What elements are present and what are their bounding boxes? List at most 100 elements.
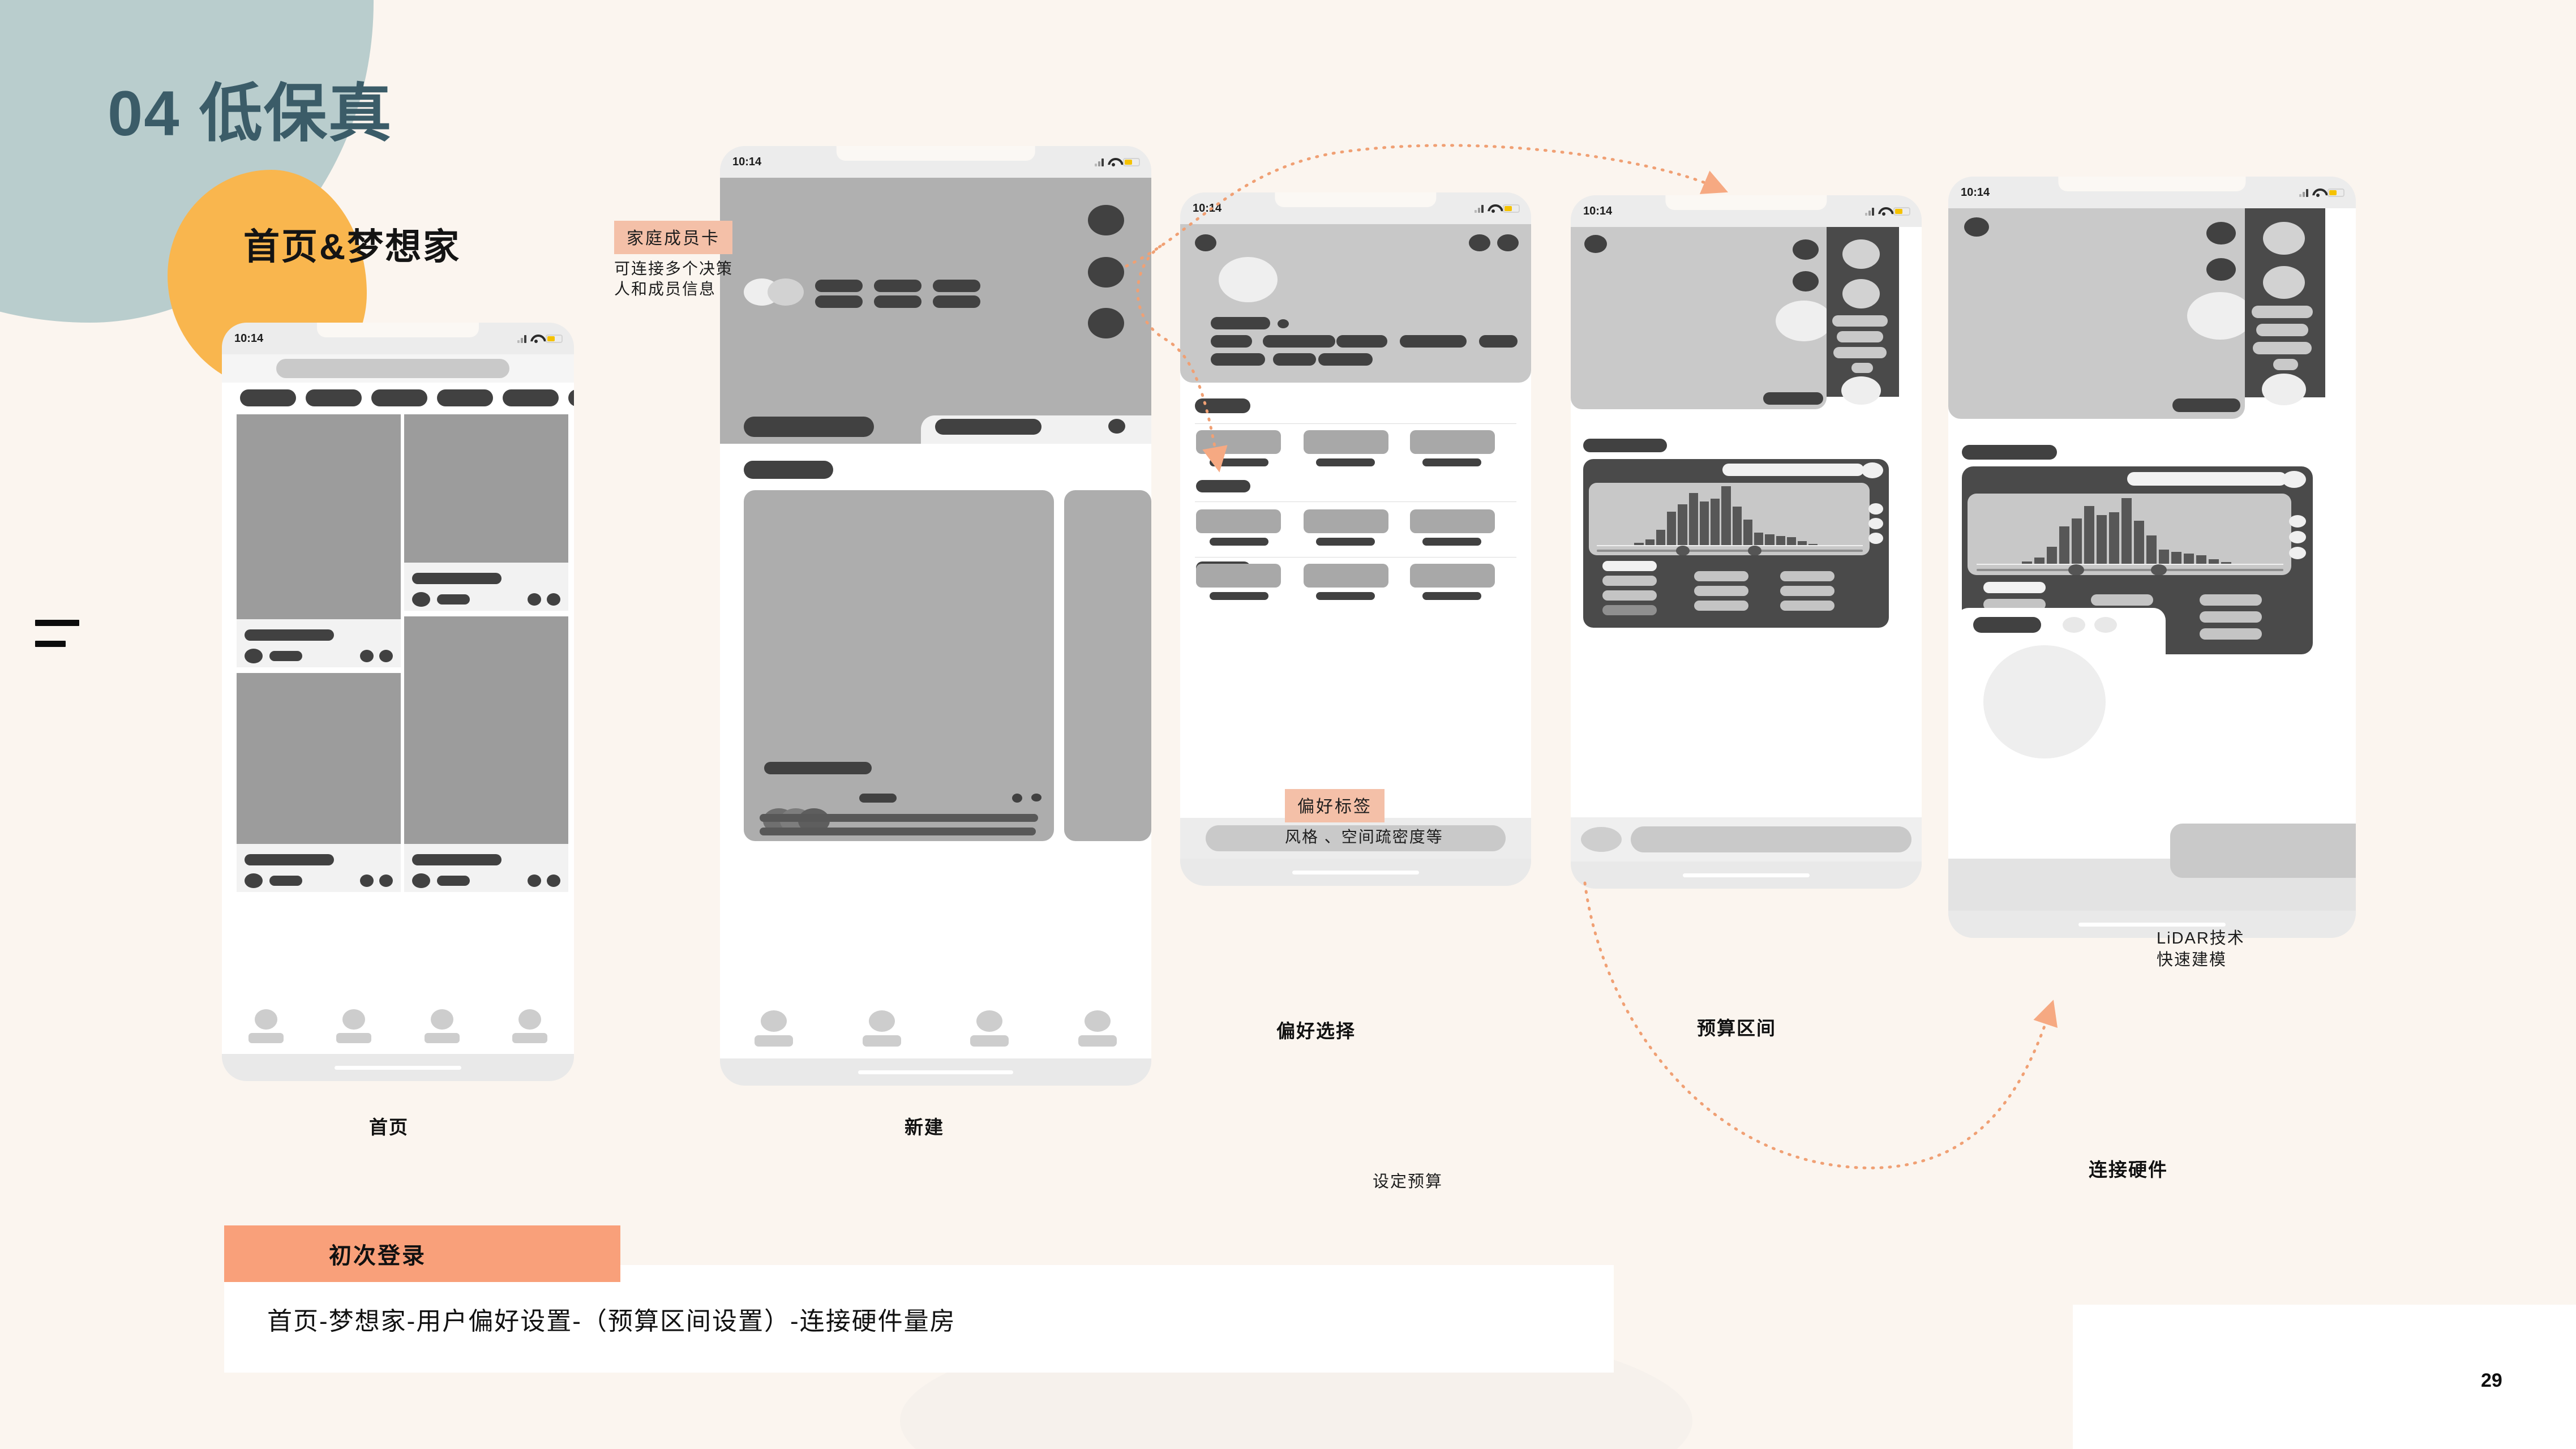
like-icon[interactable] — [360, 874, 374, 887]
hardware-histogram[interactable] — [1968, 494, 2291, 575]
comment-icon[interactable] — [547, 874, 560, 887]
hero-action-icon[interactable] — [2206, 258, 2236, 281]
tab-item[interactable] — [336, 1009, 372, 1043]
preference-item[interactable] — [1304, 564, 1388, 600]
option-item[interactable] — [2200, 611, 2262, 623]
room-preview-card[interactable] — [744, 490, 1054, 841]
primary-action-button[interactable] — [1631, 826, 1911, 852]
budget-search-input[interactable] — [1722, 464, 1864, 476]
range-track[interactable] — [1597, 550, 1863, 552]
panel-dot-icon[interactable] — [1868, 533, 1883, 544]
range-track[interactable] — [1977, 569, 2283, 571]
rail-icon[interactable] — [2263, 266, 2305, 299]
hero-more-icon[interactable] — [1108, 419, 1125, 434]
confirm-button[interactable] — [1206, 825, 1506, 851]
rail-item[interactable] — [1837, 331, 1883, 342]
preference-item[interactable] — [1196, 564, 1281, 600]
secondary-action-button[interactable] — [1581, 827, 1622, 852]
option-item[interactable] — [1780, 601, 1835, 611]
option-item[interactable] — [1602, 605, 1657, 615]
more-icon[interactable] — [1497, 234, 1519, 251]
comment-icon[interactable] — [379, 874, 393, 887]
feed-card[interactable] — [237, 673, 401, 892]
rail-avatar[interactable] — [2262, 374, 2306, 405]
chip[interactable] — [437, 389, 493, 406]
preference-item[interactable] — [1196, 430, 1281, 466]
avatar[interactable] — [1219, 257, 1278, 302]
panel-dot-icon[interactable] — [1868, 518, 1883, 529]
panel-dot-icon[interactable] — [2289, 531, 2306, 543]
rail-item[interactable] — [2273, 359, 2298, 370]
scan-dot-icon[interactable] — [2094, 617, 2117, 633]
tab-item[interactable] — [755, 1010, 794, 1047]
rail-item[interactable] — [2252, 306, 2313, 318]
tab-item[interactable] — [862, 1010, 901, 1047]
tab-item[interactable] — [1078, 1010, 1117, 1047]
range-handle-high[interactable] — [2150, 564, 2167, 575]
hero-action-icon[interactable] — [1088, 308, 1124, 338]
tag[interactable] — [1318, 353, 1373, 366]
tag[interactable] — [1336, 335, 1387, 348]
panel-dot-icon[interactable] — [2289, 515, 2306, 528]
preference-item[interactable] — [1304, 430, 1388, 466]
hero-action-icon[interactable] — [1793, 271, 1819, 291]
panel-dot-icon[interactable] — [1868, 503, 1883, 515]
rail-icon[interactable] — [1842, 279, 1880, 308]
rail-item[interactable] — [1832, 315, 1888, 327]
rail-icon[interactable] — [1842, 239, 1880, 269]
like-icon[interactable] — [528, 593, 541, 606]
preference-item[interactable] — [1304, 509, 1388, 546]
preference-item[interactable] — [1410, 430, 1495, 466]
bottom-action-bar[interactable] — [1948, 824, 2356, 911]
like-icon[interactable] — [360, 650, 374, 662]
option-item-selected[interactable] — [1983, 582, 2046, 593]
share-icon[interactable] — [1469, 234, 1490, 251]
budget-histogram[interactable] — [1589, 483, 1870, 555]
room-preview-side-card[interactable] — [1064, 490, 1151, 841]
tab-item[interactable] — [970, 1010, 1009, 1047]
option-item[interactable] — [2091, 594, 2153, 606]
hero-action-icon[interactable] — [1088, 205, 1124, 235]
hero-secondary-bar[interactable] — [935, 419, 1041, 435]
back-icon[interactable] — [1964, 217, 1989, 237]
home-indicator[interactable] — [2078, 922, 2226, 927]
panel-dot-icon[interactable] — [2289, 547, 2306, 559]
option-item[interactable] — [1694, 586, 1748, 596]
hero-action-icon[interactable] — [1793, 239, 1819, 260]
tag[interactable] — [1211, 353, 1265, 366]
home-indicator[interactable] — [858, 1070, 1014, 1074]
rail-item[interactable] — [2256, 324, 2308, 336]
scan-dot-icon[interactable] — [2063, 617, 2085, 633]
lidar-scan-circle[interactable] — [1983, 645, 2106, 758]
scan-search-input[interactable] — [2127, 472, 2287, 486]
option-item[interactable] — [2200, 594, 2262, 606]
rail-item[interactable] — [1851, 363, 1873, 373]
bottom-tab-bar[interactable] — [222, 998, 574, 1054]
home-indicator[interactable] — [1292, 870, 1419, 874]
bottom-action-bar[interactable] — [1571, 817, 1922, 861]
option-item[interactable] — [2200, 628, 2262, 640]
confirm-bar[interactable] — [1180, 818, 1531, 859]
preference-item[interactable] — [1410, 509, 1495, 546]
option-item[interactable] — [1780, 586, 1835, 596]
primary-action-button[interactable] — [2170, 824, 2356, 878]
chip[interactable] — [503, 389, 559, 406]
comment-icon[interactable] — [547, 593, 560, 606]
hero-action-icon[interactable] — [2206, 222, 2236, 245]
chip[interactable] — [240, 389, 296, 406]
back-icon[interactable] — [1195, 234, 1216, 251]
back-icon[interactable] — [1584, 235, 1607, 253]
range-handle-low[interactable] — [1676, 546, 1690, 555]
category-chip-row[interactable] — [222, 383, 574, 412]
feed-card[interactable] — [404, 414, 568, 611]
option-item-selected[interactable] — [1602, 561, 1657, 571]
option-item[interactable] — [1602, 590, 1657, 601]
comment-icon[interactable] — [1031, 794, 1041, 801]
chip[interactable] — [306, 389, 362, 406]
hero-action-icon[interactable] — [1088, 257, 1124, 288]
feed-card[interactable] — [404, 616, 568, 892]
tag[interactable] — [1263, 335, 1335, 348]
tag[interactable] — [1273, 353, 1316, 366]
home-indicator[interactable] — [1683, 873, 1810, 877]
chip[interactable] — [568, 389, 574, 406]
